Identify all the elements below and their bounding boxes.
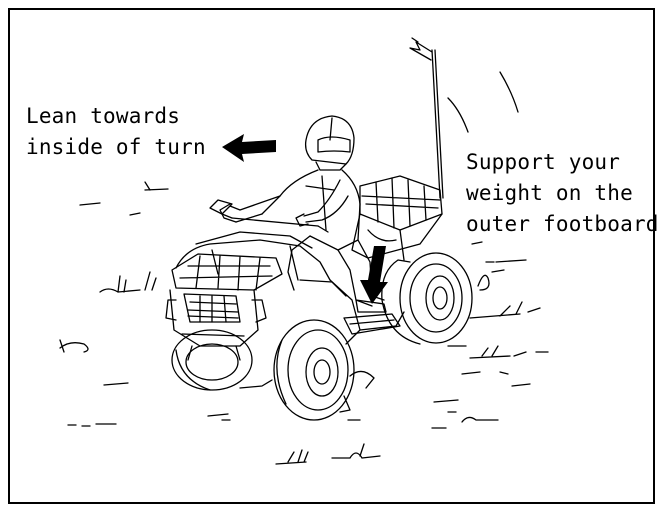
support-instruction-line-3: outer footboard bbox=[466, 212, 659, 236]
front-grille bbox=[165, 289, 267, 361]
rider bbox=[219, 115, 387, 313]
support-instruction-line-1: Support your bbox=[466, 150, 621, 174]
support-instruction: Support your weight on the outer footboa… bbox=[466, 147, 659, 240]
rear-right-wheel bbox=[381, 252, 473, 345]
handlebar bbox=[209, 199, 329, 233]
support-instruction-line-2: weight on the bbox=[466, 181, 633, 205]
lean-arrow bbox=[222, 134, 276, 162]
illustration-frame bbox=[8, 8, 655, 504]
terrain-lines bbox=[59, 71, 549, 465]
lean-instruction: Lean towards inside of turn bbox=[26, 101, 206, 163]
rear-rack bbox=[351, 175, 443, 261]
front-right-wheel bbox=[273, 319, 355, 421]
lean-instruction-line-1: Lean towards bbox=[26, 104, 181, 128]
footboard bbox=[343, 313, 401, 335]
weight-arrow bbox=[360, 246, 388, 304]
front-left-wheel bbox=[171, 329, 253, 391]
lean-instruction-line-2: inside of turn bbox=[26, 135, 206, 159]
safety-flag bbox=[409, 37, 444, 199]
front-body bbox=[175, 231, 405, 345]
front-rack bbox=[171, 253, 283, 291]
